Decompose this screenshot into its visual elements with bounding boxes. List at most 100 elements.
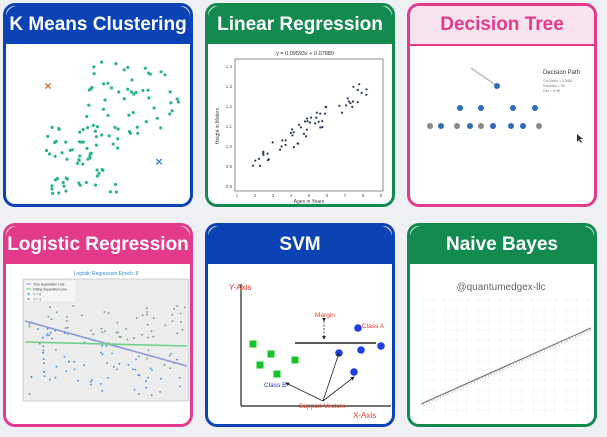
cluster-point <box>50 187 54 191</box>
cluster-point <box>111 142 115 146</box>
tree-node <box>427 123 433 129</box>
linreg-xtick: 9 <box>380 193 383 198</box>
line-tick <box>450 390 453 394</box>
data-point <box>319 126 322 129</box>
data-point <box>365 88 368 91</box>
data-point <box>306 120 309 123</box>
data-point <box>181 328 184 331</box>
linreg-ytick: 0.9 <box>226 164 233 169</box>
line-tick <box>518 360 521 364</box>
data-point <box>358 83 361 86</box>
cluster-point <box>86 126 90 130</box>
nbayes-line <box>420 327 592 405</box>
data-point <box>338 104 341 107</box>
line-tick <box>442 394 445 398</box>
cluster-point <box>54 139 58 143</box>
line-tick <box>583 331 585 335</box>
data-point <box>42 336 44 339</box>
cluster-point <box>97 171 101 175</box>
cluster-point <box>57 126 61 131</box>
data-point <box>38 342 41 345</box>
cluster-point <box>109 86 114 90</box>
linreg-axes <box>234 58 384 192</box>
line-tick <box>470 381 473 385</box>
cluster-point <box>79 140 83 144</box>
data-point <box>145 307 148 310</box>
data-point <box>116 321 119 324</box>
data-point <box>55 349 57 351</box>
dtree-card: Decision Tree Decision Path Cut Value = … <box>407 3 597 207</box>
svm-class-a-label: Class A <box>362 323 385 330</box>
cluster-point <box>116 127 120 131</box>
cluster-point <box>163 73 167 77</box>
cluster-point <box>51 191 55 195</box>
data-point <box>73 360 76 363</box>
cluster-point <box>170 109 174 113</box>
legend-y1-icon <box>27 298 30 300</box>
data-point <box>262 150 265 153</box>
legend-label: Y = 1 <box>33 297 41 301</box>
line-tick <box>465 384 467 388</box>
line-tick <box>526 356 529 360</box>
line-tick <box>521 359 523 363</box>
cluster-point <box>64 189 68 193</box>
cluster-point <box>155 116 159 120</box>
cluster-point <box>130 78 134 82</box>
tree-node <box>494 83 500 89</box>
data-point <box>138 374 141 377</box>
line-tick <box>453 389 456 393</box>
cluster-point <box>100 60 104 64</box>
cluster-point <box>175 97 179 101</box>
centroid-orange-icon: × <box>44 79 51 93</box>
svm-x-axis-label: X-Axis <box>353 411 376 420</box>
cluster-point <box>64 140 68 144</box>
cluster-point <box>117 90 121 94</box>
cluster-point <box>116 146 120 150</box>
data-point <box>159 377 162 380</box>
linreg-xtick: 4 <box>290 193 293 198</box>
data-point <box>170 352 172 355</box>
cluster-point <box>78 130 82 134</box>
cluster-point <box>57 191 61 195</box>
line-tick <box>524 357 526 361</box>
line-tick <box>535 352 537 356</box>
data-point <box>178 377 181 379</box>
dtree-panel-line: Gini = 0.46 <box>543 89 560 93</box>
data-point <box>146 323 149 326</box>
data-point <box>132 337 135 340</box>
logreg-title: Logistic Regression <box>6 226 190 264</box>
data-point <box>279 148 282 151</box>
data-point <box>146 311 149 313</box>
nbayes-title: Naive Bayes <box>410 226 594 264</box>
data-point <box>321 120 324 123</box>
kmeans-title: K Means Clustering <box>6 6 190 44</box>
line-tick <box>538 351 540 355</box>
dtree-panel-title: Decision Path <box>543 70 580 76</box>
class-a-point <box>377 342 385 350</box>
data-point <box>111 352 113 355</box>
data-point <box>90 329 92 332</box>
support-vector-arrow <box>285 382 324 402</box>
line-tick <box>574 335 577 339</box>
data-point <box>292 146 295 149</box>
data-point <box>101 390 104 392</box>
cluster-point <box>100 167 104 172</box>
data-point <box>64 327 67 330</box>
line-tick <box>515 361 518 365</box>
data-point <box>42 351 44 354</box>
data-point <box>151 369 153 372</box>
linreg-title: Linear Regression <box>208 6 392 44</box>
data-point <box>116 331 119 334</box>
cluster-point <box>62 184 66 188</box>
cluster-point <box>65 157 69 161</box>
cluster-point <box>114 62 118 66</box>
linreg-xlabel: Ages in Years <box>294 199 325 205</box>
line-tick <box>467 382 470 386</box>
class-b-point <box>291 356 299 364</box>
class-a-point <box>357 346 365 354</box>
cluster-point <box>131 111 135 115</box>
data-point <box>48 334 51 337</box>
class-b-point <box>273 370 281 378</box>
line-tick <box>481 376 484 380</box>
support-vector-arrow <box>322 352 340 402</box>
